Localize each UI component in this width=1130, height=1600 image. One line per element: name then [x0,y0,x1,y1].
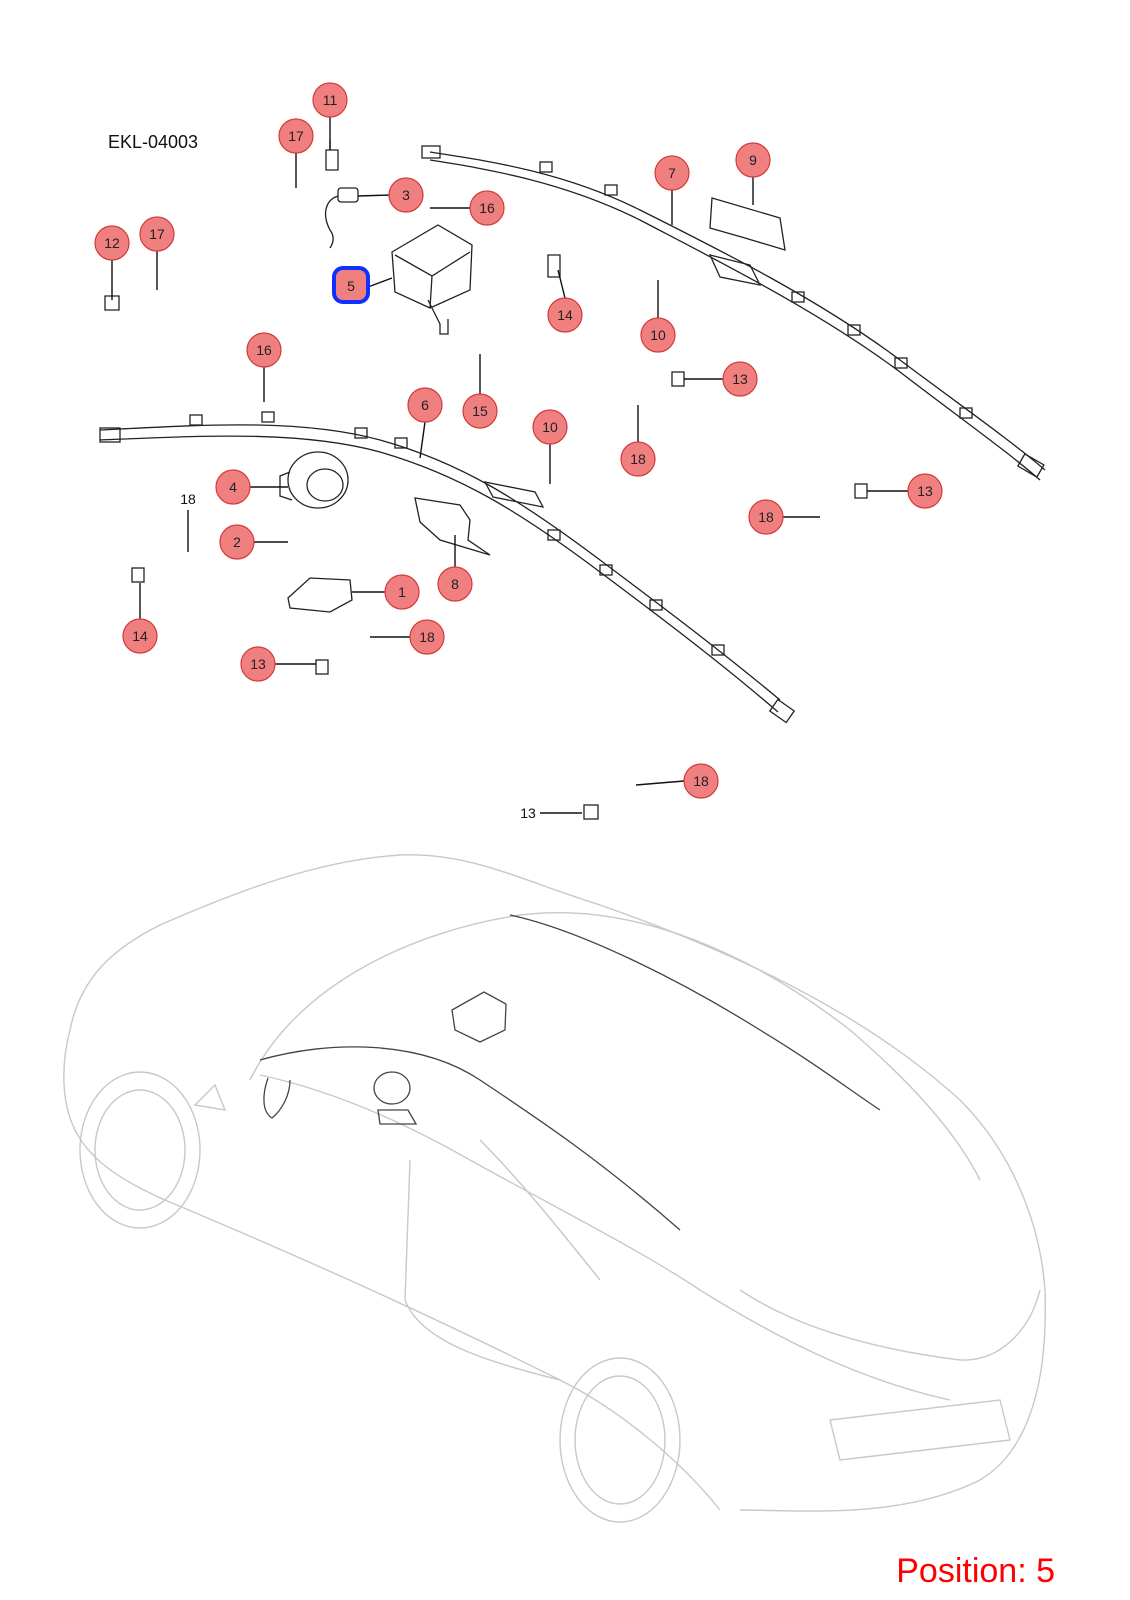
svg-text:6: 6 [421,397,429,413]
callout-17[interactable]: 17 [139,216,175,252]
callout-8[interactable]: 8 [437,566,473,602]
bracket-8 [414,497,491,556]
svg-text:17: 17 [288,128,304,144]
bracket-9 [709,197,786,251]
svg-text:15: 15 [472,403,488,419]
callout-9[interactable]: 9 [735,142,771,178]
svg-text:2: 2 [233,534,241,550]
position-label: Position: 5 [896,1552,1055,1590]
svg-text:3: 3 [402,187,410,203]
clip-12 [104,295,120,311]
callout-13[interactable]: 13 [240,646,276,682]
callout-10[interactable]: 10 [532,409,568,445]
svg-text:18: 18 [419,629,435,645]
callout-11[interactable]: 11 [312,82,348,118]
svg-text:12: 12 [104,235,120,251]
callout-17[interactable]: 17 [278,118,314,154]
clips-13-14 [131,371,868,820]
svg-text:10: 10 [650,327,666,343]
callout-1[interactable]: 1 [384,574,420,610]
svg-text:13: 13 [917,483,933,499]
passenger-airbag-module [391,224,473,335]
callout-4[interactable]: 4 [215,469,251,505]
vehicle-outline [63,854,1047,1523]
callout-18[interactable]: 18 [748,499,784,535]
callout-5-selected[interactable]: 5 [332,266,370,304]
callout-12[interactable]: 12 [94,225,130,261]
callout-16[interactable]: 16 [469,190,505,226]
leader-lines [111,117,908,814]
svg-text:14: 14 [132,628,148,644]
svg-text:4: 4 [229,479,237,495]
svg-text:17: 17 [149,226,165,242]
svg-text:10: 10 [542,419,558,435]
callout-3[interactable]: 3 [388,177,424,213]
clip-11 [325,140,339,171]
callout-14[interactable]: 14 [122,618,158,654]
svg-text:16: 16 [479,200,495,216]
callout-13[interactable]: 13 [722,361,758,397]
callout-10[interactable]: 10 [640,317,676,353]
callout-6[interactable]: 6 [407,387,443,423]
svg-text:13: 13 [250,656,266,672]
svg-text:8: 8 [451,576,459,592]
curtain-airbag-right [421,145,1046,481]
callout-16[interactable]: 16 [246,332,282,368]
callouts: 11 17 3 16 7 9 12 17 5 14 10 16 15 6 13 … [94,82,943,799]
drawing-code: EKL-04003 [108,132,198,152]
svg-text:14: 14 [557,307,573,323]
svg-text:11: 11 [323,92,338,108]
callout-18[interactable]: 18 [683,763,719,799]
connector-3 [324,187,359,249]
control-module-1 [287,577,353,613]
svg-text:18: 18 [630,451,646,467]
callout-7[interactable]: 7 [654,155,690,191]
svg-text:13: 13 [732,371,748,387]
plain-label-13: 13 [520,805,536,821]
callout-18[interactable]: 18 [620,441,656,477]
plain-label-18: 18 [180,491,196,507]
clip-14-upper [547,254,561,278]
svg-text:18: 18 [693,773,709,789]
parts-illustrations [99,140,1046,820]
callout-15[interactable]: 15 [462,393,498,429]
svg-text:16: 16 [256,342,272,358]
svg-text:5: 5 [347,278,355,294]
driver-airbag-4 [279,451,349,509]
callout-14[interactable]: 14 [547,297,583,333]
svg-text:1: 1 [398,584,406,600]
callout-13[interactable]: 13 [907,473,943,509]
svg-text:9: 9 [749,152,757,168]
svg-text:18: 18 [758,509,774,525]
svg-text:7: 7 [668,165,676,181]
callout-2[interactable]: 2 [219,524,255,560]
callout-18[interactable]: 18 [409,619,445,655]
curtain-airbag-left [99,411,796,724]
